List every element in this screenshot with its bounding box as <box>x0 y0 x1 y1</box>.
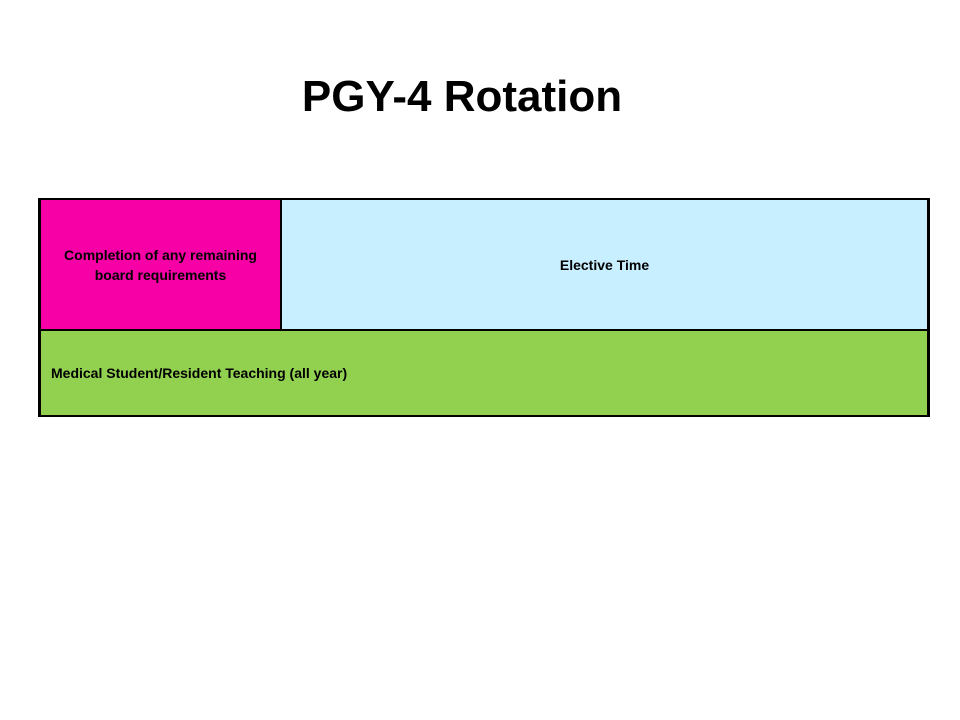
elective-time-cell: Elective Time <box>282 200 927 329</box>
board-requirements-label: Completion of any remaining board requir… <box>64 246 257 283</box>
elective-time-label: Elective Time <box>559 256 650 273</box>
teaching-label: Medical Student/Resident Teaching (all y… <box>51 365 348 381</box>
teaching-row: Medical Student/Resident Teaching (all y… <box>41 331 927 415</box>
rotation-row-top: Completion of any remaining board requir… <box>41 200 927 331</box>
board-requirements-cell: Completion of any remaining board requir… <box>41 200 282 329</box>
slide-title: PGY-4 Rotation <box>301 72 623 121</box>
rotation-table: Completion of any remaining board requir… <box>38 198 930 417</box>
